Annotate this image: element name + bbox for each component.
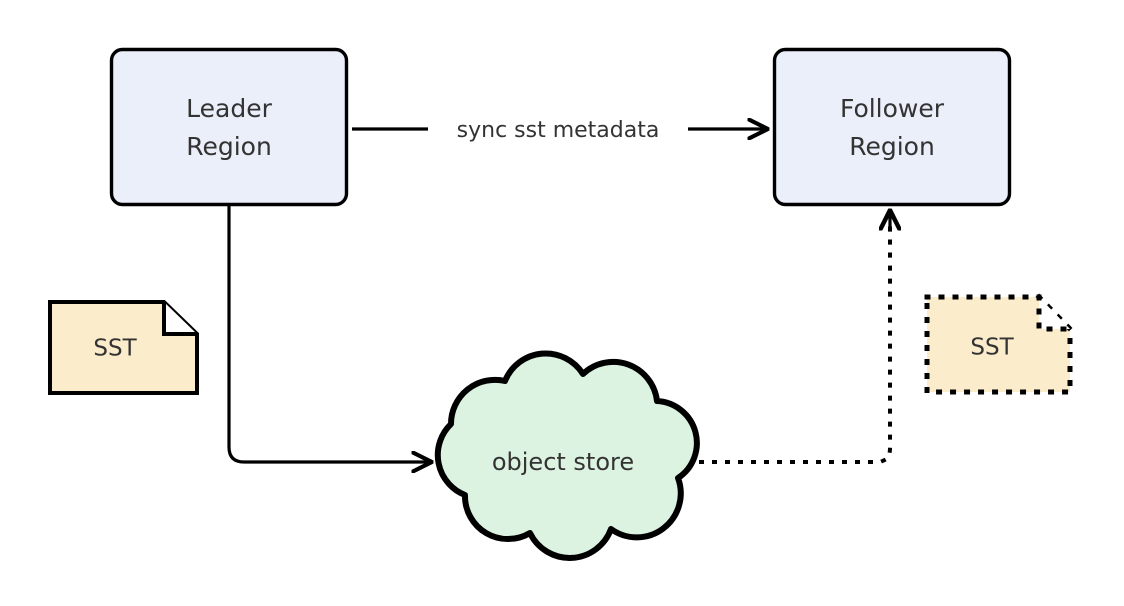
edge-label-sync-sst-metadata: sync sst metadata xyxy=(457,118,660,143)
follower-region-box[interactable] xyxy=(772,47,1012,207)
edge-object-store-to-follower-dots-2 xyxy=(686,216,892,464)
node-leader-region[interactable]: Leader Region xyxy=(109,47,349,207)
leader-region-label-line2: Region xyxy=(186,132,272,161)
follower-region-label-line1: Follower xyxy=(840,94,945,123)
node-object-store[interactable]: object store xyxy=(434,350,700,561)
sst-note-right-outline xyxy=(924,294,1073,395)
leader-region-box[interactable] xyxy=(109,47,349,207)
edge-leader-to-object-store-path xyxy=(227,206,430,462)
node-follower-region[interactable]: Follower Region xyxy=(772,47,1012,207)
sst-note-right-label: SST xyxy=(970,335,1014,361)
sst-note-left-body[interactable] xyxy=(48,300,199,395)
leader-region-label-line1: Leader xyxy=(186,94,272,123)
sst-note-right-fold-fill xyxy=(1039,297,1070,329)
sst-note-left-label: SST xyxy=(93,336,137,362)
sst-note-right-fill[interactable] xyxy=(927,297,1070,392)
sst-note-left-fold xyxy=(162,302,197,336)
follower-region-label-line2: Region xyxy=(849,132,935,161)
edge-object-store-to-follower xyxy=(686,212,892,464)
node-sst-note-left[interactable]: SST xyxy=(48,300,199,395)
edge-leader-to-object-store xyxy=(227,206,430,462)
edge-leader-to-follower: sync sst metadata xyxy=(352,118,766,143)
object-store-label: object store xyxy=(492,448,634,476)
edge-object-store-to-follower-dots xyxy=(688,218,892,464)
node-sst-note-right[interactable]: SST xyxy=(924,294,1073,395)
object-store-cloud-shape[interactable] xyxy=(434,350,700,561)
